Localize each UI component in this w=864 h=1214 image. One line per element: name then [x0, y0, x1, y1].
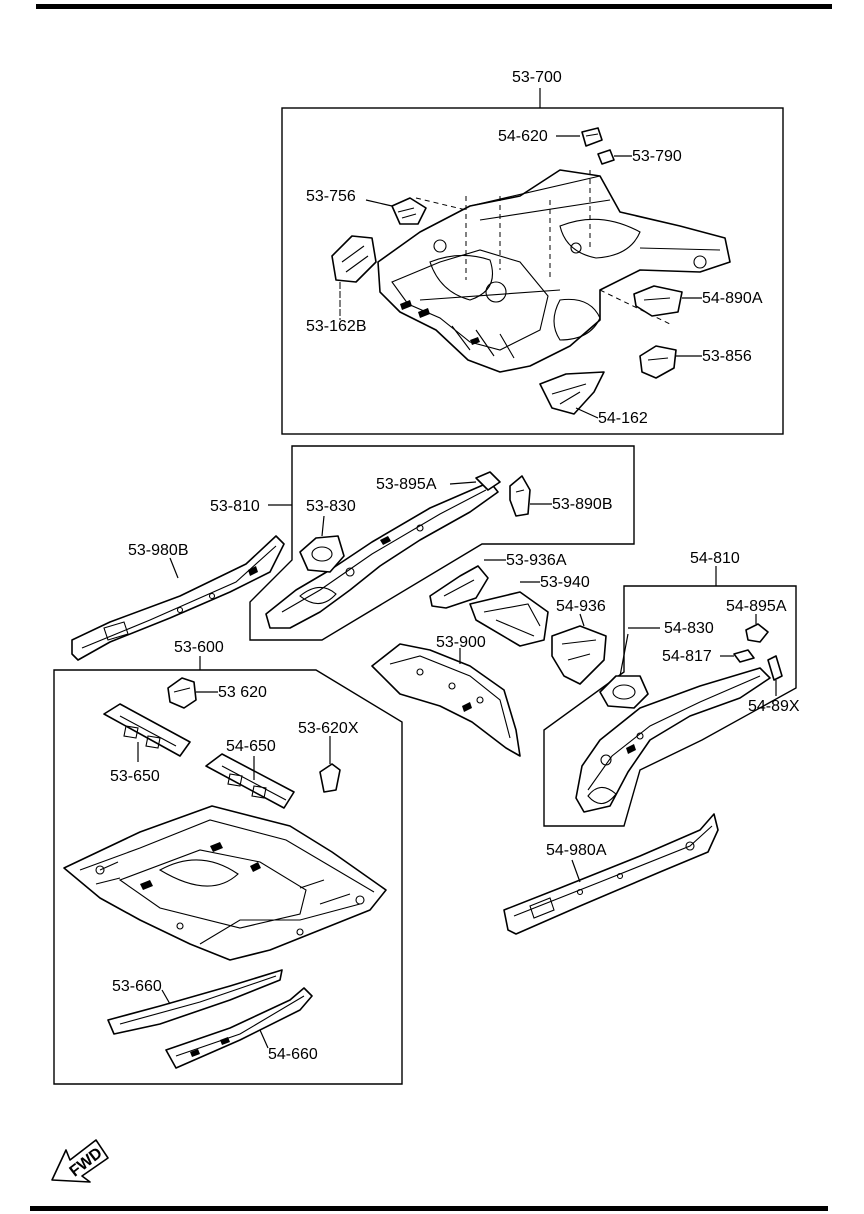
label-53-936a[interactable]: 53-936A	[506, 552, 567, 569]
bottom-rule	[30, 1206, 828, 1211]
label-54-89x[interactable]: 54-89X	[748, 698, 800, 715]
front-floor-group: 53-600 53 620 53-650 54-650 53-620X	[53, 639, 403, 1085]
label-53-700[interactable]: 53-700	[512, 69, 562, 86]
part-53-620x[interactable]	[319, 763, 341, 793]
rear-floor-pan[interactable]	[377, 169, 731, 373]
part-53-980b[interactable]	[71, 535, 285, 661]
part-54-660[interactable]	[165, 987, 313, 1069]
label-54-936[interactable]: 54-936	[556, 598, 606, 615]
label-54-817[interactable]: 54-817	[662, 648, 712, 665]
part-53-890b[interactable]	[509, 475, 531, 517]
label-54-980a[interactable]: 54-980A	[546, 842, 607, 859]
part-54-650[interactable]	[205, 753, 295, 809]
label-54-620[interactable]: 54-620	[498, 128, 548, 145]
label-54-895a[interactable]: 54-895A	[726, 598, 787, 615]
part-53-650[interactable]	[103, 703, 191, 757]
label-54-162[interactable]: 54-162	[598, 410, 648, 427]
label-54-810[interactable]: 54-810	[690, 550, 740, 567]
part-54-162[interactable]	[539, 371, 605, 415]
rh-frame-box	[543, 585, 797, 827]
part-54-980a[interactable]	[503, 813, 719, 935]
lh-frame-box	[249, 445, 635, 641]
part-53-895a[interactable]	[475, 471, 501, 491]
part-53-900[interactable]	[371, 643, 521, 757]
rh-frame-group: 54-810 54-830 54-895A 54-817	[543, 550, 800, 827]
label-53-790[interactable]: 53-790	[632, 148, 682, 165]
label-53-940[interactable]: 53-940	[540, 574, 590, 591]
part-54-620[interactable]	[581, 127, 603, 147]
label-54-650[interactable]: 54-650	[226, 738, 276, 755]
part-54-890a[interactable]	[633, 285, 683, 317]
lh-frame-group: 53-810 53-830 53-895A 53-890B	[210, 445, 635, 641]
label-53-600[interactable]: 53-600	[174, 639, 224, 656]
part-53-756[interactable]	[391, 197, 427, 225]
label-53-830[interactable]: 53-830	[306, 498, 356, 515]
part-53-620[interactable]	[167, 677, 197, 709]
label-54-830[interactable]: 54-830	[664, 620, 714, 637]
label-54-660[interactable]: 54-660	[268, 1046, 318, 1063]
part-54-810[interactable]	[575, 667, 771, 813]
label-53-890b[interactable]: 53-890B	[552, 496, 613, 513]
part-54-895a[interactable]	[745, 623, 769, 643]
label-53-810[interactable]: 53-810	[210, 498, 260, 515]
part-54-936[interactable]	[551, 625, 607, 685]
part-54-89x[interactable]	[767, 655, 783, 681]
part-53-790[interactable]	[597, 149, 615, 165]
top-rule	[36, 4, 832, 9]
rear-floor-box	[281, 107, 784, 435]
part-53-830[interactable]	[299, 535, 345, 573]
label-53-620x[interactable]: 53-620X	[298, 720, 359, 737]
label-54-890a[interactable]: 54-890A	[702, 290, 763, 307]
part-54-817[interactable]	[733, 649, 755, 663]
fwd-arrow-icon: FWD	[51, 1139, 109, 1183]
part-54-830[interactable]	[599, 675, 649, 709]
rear-floor-group: 53-700 54-620 53-79	[281, 69, 784, 435]
front-floor-box	[53, 669, 403, 1085]
part-53-856[interactable]	[639, 345, 677, 379]
label-53-620[interactable]: 53 620	[218, 684, 267, 701]
label-53-756[interactable]: 53-756	[306, 188, 356, 205]
part-53-940[interactable]	[469, 591, 549, 647]
label-53-895a[interactable]: 53-895A	[376, 476, 437, 493]
part-53-810[interactable]	[265, 481, 499, 629]
label-53-660[interactable]: 53-660	[112, 978, 162, 995]
label-53-162b[interactable]: 53-162B	[306, 318, 367, 335]
part-53-936a[interactable]	[429, 565, 489, 609]
label-53-856[interactable]: 53-856	[702, 348, 752, 365]
part-53-600[interactable]	[63, 805, 387, 961]
part-53-660[interactable]	[107, 969, 283, 1035]
label-53-900[interactable]: 53-900	[436, 634, 486, 651]
part-53-162b[interactable]	[331, 235, 377, 283]
label-53-650[interactable]: 53-650	[110, 768, 160, 785]
label-53-980b[interactable]: 53-980B	[128, 542, 189, 559]
